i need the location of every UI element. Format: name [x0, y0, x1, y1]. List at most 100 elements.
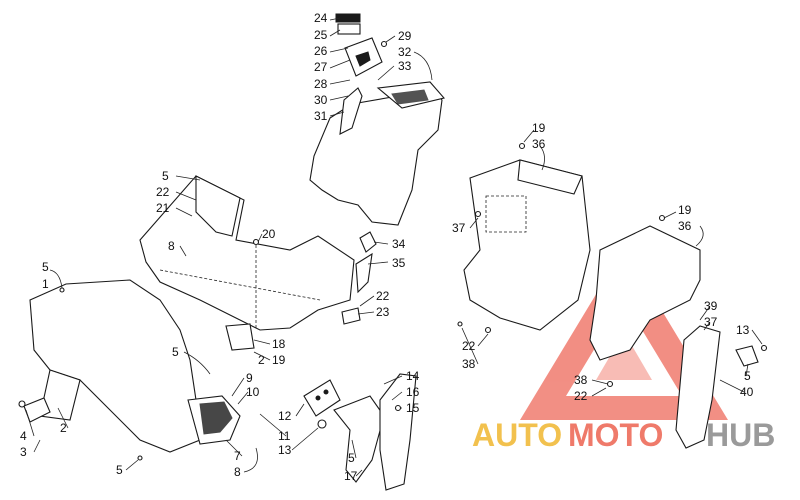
callout-11: 11 [278, 429, 291, 443]
floor-hidden-edge [159, 269, 321, 301]
callout-31: 31 [314, 109, 328, 123]
bracket-34 [359, 231, 377, 253]
callout-12: 12 [278, 409, 292, 423]
trim-35 [355, 252, 373, 294]
callout-4: 4 [20, 429, 27, 443]
console-body [309, 85, 443, 226]
callout-22-rear: 22 [574, 389, 588, 403]
callout-3: 3 [20, 445, 27, 459]
fastener-29 [380, 40, 388, 48]
rear-bracket-40 [735, 345, 759, 367]
fastener-22-lower [484, 326, 492, 334]
fastener-19-rear [658, 214, 666, 222]
callout-39: 39 [704, 299, 718, 313]
floor-tray-assembly [139, 175, 361, 351]
fastener-5d [137, 455, 143, 461]
watermark-hub: HUB [706, 417, 775, 453]
rear-guard-14 [379, 373, 417, 491]
footrest-plate-12 [303, 379, 341, 417]
callout-22-box: 22 [462, 339, 476, 353]
callout-5-rear: 5 [744, 369, 751, 383]
switch-bezel-top [335, 13, 361, 23]
callout-26: 26 [314, 44, 328, 58]
callout-10: 10 [246, 385, 260, 399]
callout-19-rear: 19 [678, 203, 692, 217]
left-vent-insert [199, 401, 233, 435]
callout-2-floor: 2 [258, 353, 265, 367]
callout-13-center: 13 [278, 443, 292, 457]
watermark-moto: MOTO [568, 417, 663, 453]
fastener-4 [18, 400, 26, 408]
callout-21: 21 [156, 201, 170, 215]
callout-5-bottom: 5 [116, 463, 123, 477]
callout-28: 28 [314, 77, 328, 91]
switch-bezel-lower [337, 23, 361, 35]
callout-7: 7 [234, 449, 241, 463]
watermark-auto: AUTO [472, 417, 562, 453]
callout-14: 14 [406, 369, 420, 383]
watermark-wordmark: AUTO MOTO HUB [472, 417, 775, 453]
gate-slot [355, 51, 371, 67]
fastener-13-rear [760, 344, 768, 352]
console-vent-grille [391, 89, 429, 105]
fastener-19-top [518, 142, 526, 150]
watermark-logo [520, 248, 728, 420]
floor-tray [139, 175, 355, 331]
fastener-37-left [474, 210, 482, 218]
callout-9: 9 [246, 371, 253, 385]
callout-33: 33 [398, 59, 412, 73]
mud-flap-left [333, 395, 385, 483]
callout-13-rear: 13 [736, 323, 750, 337]
center-small-parts [303, 373, 417, 491]
callout-20: 20 [262, 227, 276, 241]
fastener-20 [252, 238, 260, 246]
grommet-13 [317, 419, 327, 429]
console-assembly [309, 13, 446, 294]
storage-box-hidden-panel [485, 195, 527, 233]
fastener-38-lower [457, 321, 463, 327]
fastener-22-rear [606, 380, 614, 388]
watermark-triangle-inner [596, 332, 652, 380]
right-storage-box [457, 142, 591, 334]
callout-2-left: 2 [60, 421, 67, 435]
callout-37-box: 37 [452, 221, 466, 235]
callout-17: 17 [344, 469, 358, 483]
callout-37-rear: 37 [704, 315, 718, 329]
callout-23: 23 [376, 305, 390, 319]
callout-36-box: 36 [532, 137, 546, 151]
callout-5-floor: 5 [162, 169, 169, 183]
callout-1: 1 [42, 277, 49, 291]
callout-5-vent: 5 [172, 345, 179, 359]
left-panel-assembly [18, 279, 241, 461]
watermark-triangle [520, 248, 728, 420]
floor-bracket-18 [225, 323, 255, 351]
callout-16: 16 [406, 385, 420, 399]
floor-tray-inner-wall [195, 175, 241, 237]
callout-labels: 24 25 26 27 28 30 31 29 32 33 34 35 5 22… [20, 11, 754, 483]
callout-40: 40 [740, 385, 754, 399]
callout-34: 34 [392, 237, 406, 251]
callout-8-floor: 8 [168, 239, 175, 253]
leader-lines [25, 17, 763, 477]
callout-5-guard: 5 [348, 451, 355, 465]
callout-15: 15 [406, 401, 420, 415]
callout-8-vent: 8 [234, 465, 241, 479]
fastener-plate-hole-2 [323, 389, 329, 395]
callout-35: 35 [392, 256, 406, 270]
right-rear-assembly [589, 214, 768, 449]
left-side-panel [29, 279, 201, 453]
callout-5-left: 5 [42, 260, 49, 274]
shift-boot [339, 87, 363, 135]
callout-19-floor: 19 [272, 353, 286, 367]
callout-30: 30 [314, 93, 328, 107]
fastener-plate-hole-1 [315, 395, 321, 401]
callout-27: 27 [314, 60, 328, 74]
callout-22-mid: 22 [376, 289, 390, 303]
floor-clip-23 [341, 307, 361, 325]
callout-22-floor: 22 [156, 185, 170, 199]
callout-19-box: 19 [532, 121, 546, 135]
callout-36-rear: 36 [678, 219, 692, 233]
left-mount-plate [23, 397, 51, 423]
callout-18: 18 [272, 337, 286, 351]
